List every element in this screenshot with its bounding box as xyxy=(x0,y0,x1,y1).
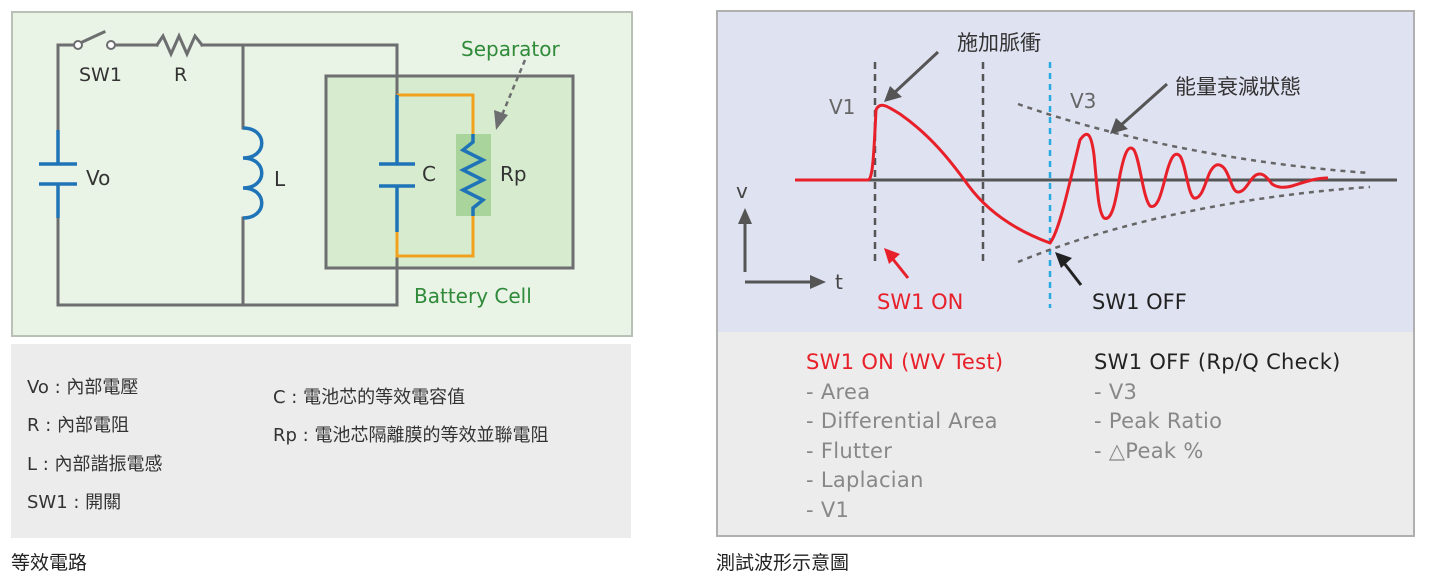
wire-orange-bottom xyxy=(395,216,475,258)
decay-envelope-upper xyxy=(1017,102,1371,175)
sw1-on-item-area: - Area xyxy=(806,380,871,404)
label-c: C xyxy=(422,162,436,186)
caption-waveform: 測試波形示意圖 xyxy=(716,552,850,574)
label-separator: Separator xyxy=(461,37,561,61)
sw1-off-item-peak-ratio: - Peak Ratio xyxy=(1094,409,1223,433)
label-sw1-on: SW1 ON xyxy=(877,290,963,314)
legend-sw1: SW1 : 開關 xyxy=(27,492,122,513)
pulse-arrow-head xyxy=(884,86,902,102)
v-axis-arrowhead xyxy=(738,208,752,224)
decay-arrow-line xyxy=(1119,82,1168,128)
sw1-off-item-v3: - V3 xyxy=(1094,380,1138,404)
label-sw1-off: SW1 OFF xyxy=(1092,290,1187,314)
legend-rp: Rp : 電池芯隔離膜的等效並聯電阻 xyxy=(273,425,549,446)
legend-c: C : 電池芯的等效電容值 xyxy=(273,387,466,408)
separator-arrow-line xyxy=(500,59,527,116)
wire-orange-top xyxy=(397,93,475,134)
inductor-l xyxy=(242,126,264,220)
label-rp: Rp xyxy=(500,162,527,186)
wire-top-right xyxy=(200,43,399,96)
sw1-off-arrow-head xyxy=(1055,252,1072,268)
legend-vo: Vo : 內部電壓 xyxy=(27,377,139,398)
label-decay: 能量衰減狀態 xyxy=(1175,75,1301,99)
label-vo: Vo xyxy=(86,166,110,190)
resistor-r xyxy=(154,32,205,58)
sw1-on-item-flutter: - Flutter xyxy=(806,439,893,463)
label-v3: V3 xyxy=(1070,89,1096,113)
battery-cell-box xyxy=(324,74,575,270)
separator-arrow-head xyxy=(494,110,508,130)
sw1-on-item-differential-area: - Differential Area xyxy=(806,409,998,433)
resistor-rp xyxy=(459,134,487,216)
label-sw1: SW1 xyxy=(79,64,122,86)
label-v1: V1 xyxy=(829,95,855,119)
label-pulse: 施加脈衝 xyxy=(957,31,1041,55)
waveform-diagram: 施加脈衝 能量衰減狀態 V1 V3 v t SW1 ON SW1 OFF xyxy=(736,31,1397,314)
label-t-axis: t xyxy=(835,270,843,294)
wire-bottom xyxy=(56,253,399,307)
switch-contact-left xyxy=(73,40,83,50)
legend-r: R : 內部電阻 xyxy=(27,415,130,436)
sw1-off-arrow-line xyxy=(1062,262,1083,286)
sw1-on-arrow-head xyxy=(884,248,900,264)
caption-equivalent-circuit: 等效電路 xyxy=(11,552,88,574)
t-axis-arrowhead xyxy=(810,275,826,289)
label-v-axis: v xyxy=(736,179,748,203)
sw1-on-title: SW1 ON (WV Test) xyxy=(806,350,1004,374)
legend-l: L : 內部諧振電感 xyxy=(27,454,163,475)
sw1-off-title: SW1 OFF (Rp/Q Check) xyxy=(1094,350,1341,374)
label-l: L xyxy=(274,167,286,191)
sw1-on-item-v1: - V1 xyxy=(806,498,850,522)
switch-contact-right xyxy=(106,40,116,50)
decay-envelope-lower xyxy=(1017,185,1371,264)
switch-blade xyxy=(76,30,106,46)
label-r: R xyxy=(174,64,187,86)
legend-box xyxy=(11,344,631,538)
pulse-arrow-line xyxy=(891,50,940,96)
sw1-on-item-laplacian: - Laplacian xyxy=(806,468,924,492)
sw1-on-arrow-line xyxy=(890,257,910,279)
sw1-off-item-delta-peak: - △Peak % xyxy=(1094,439,1204,463)
waveform-signal xyxy=(795,103,1329,245)
waveform-plot-area xyxy=(718,12,1413,332)
decay-arrow-head xyxy=(1110,118,1128,134)
wire-top-left xyxy=(56,43,75,132)
label-battery-cell: Battery Cell xyxy=(414,284,532,308)
equivalent-circuit-diagram: SW1 R Vo L C Rp Separator Battery Cell xyxy=(39,30,575,308)
